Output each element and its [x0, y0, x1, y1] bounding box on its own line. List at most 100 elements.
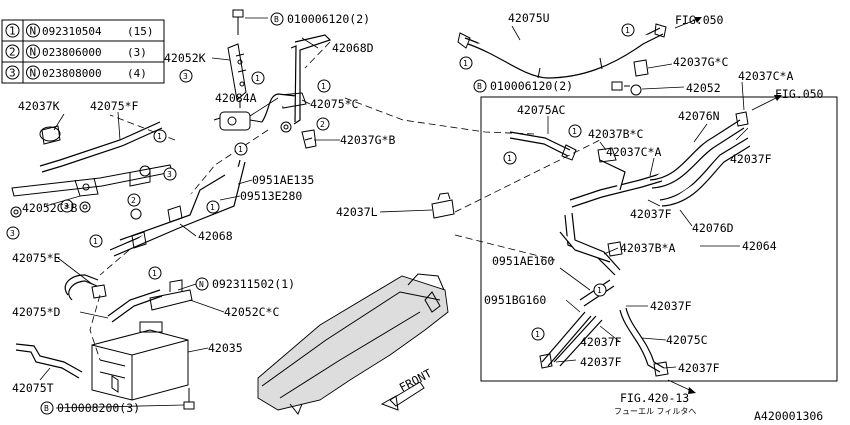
- svg-text:1: 1: [625, 26, 630, 35]
- part-labels: 42068D 42075U FIG.050 42052K 42037G*C 42…: [12, 11, 824, 423]
- svg-text:1: 1: [535, 330, 540, 339]
- svg-text:1: 1: [463, 59, 468, 68]
- label-42037ca-right: 42037C*A: [738, 69, 793, 83]
- legend-qty: (3): [127, 46, 147, 59]
- legend-row-1: 1 N 092310504 (15): [5, 23, 154, 38]
- label-42076d: 42076D: [692, 221, 734, 235]
- label-42037ca-mid: 42037C*A: [606, 145, 661, 159]
- hose-42075u: [457, 23, 667, 79]
- label-42037f-right: 42037F: [730, 152, 772, 166]
- label-42076n: 42076N: [678, 109, 720, 123]
- svg-text:1: 1: [210, 203, 215, 212]
- svg-text:2: 2: [320, 120, 325, 129]
- svg-text:1: 1: [321, 82, 326, 91]
- nut-2b: [130, 208, 142, 220]
- legend-part: 092310504: [42, 25, 102, 38]
- svg-text:3: 3: [183, 72, 188, 81]
- legend-prefix: N: [30, 25, 37, 38]
- label-42035: 42035: [208, 341, 243, 355]
- legend-prefix: N: [30, 46, 37, 59]
- label-42075f: 42075*F: [90, 99, 139, 113]
- svg-text:N: N: [199, 280, 204, 289]
- legend-part: 023806000: [42, 46, 102, 59]
- clip-42037gb: [301, 129, 317, 149]
- legend-num: 1: [9, 25, 16, 38]
- label-0951ae160: 0951AE160: [492, 254, 554, 268]
- legend-num: 3: [9, 67, 16, 80]
- label-42052cb: 42052C*B: [22, 201, 77, 215]
- label-42037f-4: 42037F: [678, 361, 720, 375]
- label-fig050-right: FIG.050: [775, 87, 824, 101]
- diagram-id: A420001306: [754, 409, 823, 423]
- callout-092311502: N 092311502(1): [195, 277, 295, 291]
- legend-qty: (15): [127, 25, 154, 38]
- legend-part: 023808000: [42, 67, 102, 80]
- label-42075u: 42075U: [508, 11, 550, 25]
- label-42052: 42052: [686, 81, 721, 95]
- svg-text:3: 3: [64, 202, 69, 211]
- label-42037l: 42037L: [336, 205, 378, 219]
- label-42037f-mid: 42037F: [630, 207, 672, 221]
- label-42037f-1: 42037F: [650, 299, 692, 313]
- label-42037f-2: 42037F: [580, 335, 622, 349]
- hose-42075f: [39, 121, 163, 173]
- svg-text:B: B: [44, 404, 49, 413]
- nut-3b: [79, 201, 91, 213]
- svg-text:1: 1: [507, 154, 512, 163]
- callout-circles: 1 1 1 2 3 1 1 3 3 3 2 1 1 1 1 1 1 1 1: [6, 23, 635, 341]
- clip-42037gc: [633, 59, 649, 77]
- canister-42035: [91, 321, 189, 401]
- legend-row-2: 2 N 023806000 (3): [5, 44, 147, 59]
- hose-42075ac: [509, 131, 577, 161]
- hose-42075e: [64, 274, 107, 301]
- clip-42037l: [431, 192, 455, 219]
- label-0951bg160: 0951BG160: [484, 293, 546, 307]
- svg-text:3: 3: [10, 229, 15, 238]
- arrow-fig050-right: [751, 95, 781, 111]
- legend-prefix: N: [30, 67, 37, 80]
- svg-text:1: 1: [597, 286, 602, 295]
- legend-row-3: 3 N 023808000 (4): [5, 65, 147, 80]
- svg-text:010008200(3): 010008200(3): [57, 401, 140, 415]
- svg-text:3: 3: [167, 170, 172, 179]
- bracket-42052cb: [11, 164, 173, 197]
- pipe-42068: [109, 159, 246, 257]
- hose-42075d: [107, 289, 163, 323]
- callout-010008200: B 010008200(3): [40, 401, 140, 415]
- nut-3c: [10, 206, 22, 218]
- nut-42052: [624, 84, 642, 96]
- leader-lines: [39, 25, 749, 409]
- label-jp-note: フューエル フィルタへ: [614, 407, 696, 416]
- label-42064: 42064: [742, 239, 777, 253]
- hose-42076n: [649, 111, 751, 207]
- label-42052cc: 42052C*C: [224, 305, 279, 319]
- label-42068d: 42068D: [332, 41, 374, 55]
- callout-010006120-mid: B 010006120(2): [473, 79, 573, 93]
- bracket-42052cc: [149, 279, 193, 311]
- label-42075e: 42075*E: [12, 251, 61, 265]
- bracket-42052k: [227, 43, 247, 101]
- label-42075ac: 42075AC: [517, 103, 566, 117]
- legend-qty: (4): [127, 67, 147, 80]
- label-42084a: 42084A: [215, 91, 257, 105]
- nut-2: [280, 121, 292, 133]
- label-42068: 42068: [198, 229, 233, 243]
- label-0951ae135: 0951AE135: [252, 173, 314, 187]
- hose-42075c: [619, 307, 669, 377]
- clip-42037k: [39, 125, 61, 145]
- label-42037ba: 42037B*A: [620, 241, 675, 255]
- legend-table: 1 N 092310504 (15) 2 N 023806000 (3) 3 N…: [1, 19, 165, 84]
- hose-42075t: [15, 343, 83, 379]
- pipe-42064: [559, 147, 663, 276]
- bolt-mid: [611, 81, 623, 91]
- svg-text:1: 1: [238, 145, 243, 154]
- svg-text:B: B: [477, 82, 482, 91]
- label-42075c-top: 42075*C: [310, 97, 359, 111]
- valve-42084a: [213, 93, 297, 131]
- label-fig050-top: FIG.050: [675, 13, 724, 27]
- svg-text:1: 1: [152, 269, 157, 278]
- label-09513e280: 09513E280: [240, 189, 302, 203]
- nut-3a: [139, 165, 151, 177]
- bolt-bottom: [183, 388, 195, 410]
